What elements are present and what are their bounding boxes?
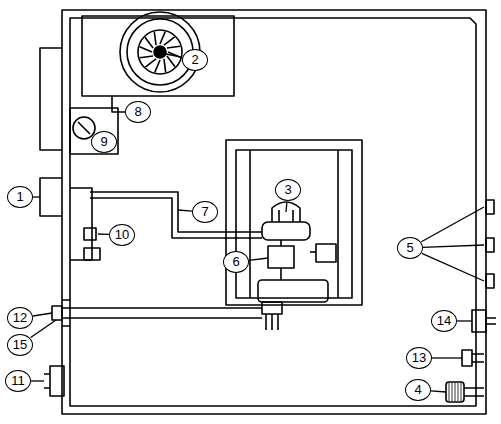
indicator — [486, 274, 494, 288]
callout-number: 4 — [405, 379, 431, 401]
burner-head — [262, 222, 310, 240]
callout-number: 7 — [192, 201, 218, 223]
control-knob — [462, 350, 472, 366]
burner-chassis — [236, 150, 352, 298]
side-panel — [40, 48, 62, 150]
fan-blade — [154, 32, 156, 45]
leader-line — [285, 203, 287, 212]
gas-tube — [62, 308, 262, 318]
callout-number: 14 — [431, 310, 457, 332]
control-shaft — [472, 354, 484, 362]
callout-number: 9 — [91, 131, 117, 153]
regulator — [258, 280, 328, 302]
knob-mark — [78, 122, 90, 134]
leader-line — [31, 320, 56, 338]
callout-number: 15 — [7, 334, 33, 356]
knurl-line — [449, 383, 450, 401]
callout-number: 3 — [275, 179, 301, 201]
valve-link — [310, 251, 316, 253]
fan-blade — [167, 56, 175, 67]
leader-line — [432, 357, 462, 358]
fan-blades — [140, 32, 181, 73]
housing-outline — [62, 10, 486, 414]
fitting — [62, 300, 70, 326]
callout-number: 12 — [7, 307, 33, 329]
leader-line — [166, 54, 182, 57]
leader-line — [31, 380, 44, 381]
callout-number: 2 — [182, 49, 208, 71]
leader-line — [98, 233, 109, 235]
fan-ring — [138, 30, 182, 74]
leader-line — [33, 196, 40, 197]
control-knob — [472, 310, 486, 332]
leader-line — [33, 313, 52, 316]
burner-chassis — [226, 140, 362, 305]
leader-line — [422, 253, 484, 281]
fan-blade — [145, 59, 156, 67]
switch-bracket — [70, 188, 92, 260]
callout-number: 1 — [7, 186, 33, 208]
knurl-line — [461, 383, 462, 401]
fan-blade — [167, 46, 180, 48]
callout-number: 11 — [5, 370, 31, 392]
leader-line — [431, 391, 446, 392]
gas-knob-shaft — [464, 388, 484, 396]
tube-fitting — [52, 306, 62, 320]
knurl-line — [452, 383, 453, 401]
callout-number: 13 — [406, 347, 432, 369]
gas-valve — [268, 246, 294, 268]
gas-knob — [446, 382, 464, 402]
pilot — [272, 202, 300, 222]
switch — [84, 228, 96, 240]
inlet-fitting — [44, 374, 50, 388]
housing-inner-wall — [70, 18, 476, 406]
knob-knurling — [449, 383, 461, 401]
leader-line — [421, 207, 484, 242]
valve-stem — [280, 240, 282, 280]
side-fitting — [40, 178, 62, 216]
fan-blade — [164, 37, 175, 45]
knurl-line — [458, 383, 459, 401]
fan-blade — [140, 56, 153, 58]
leader-line — [249, 258, 268, 260]
fan-blade — [145, 37, 153, 48]
fan-blade — [140, 47, 152, 52]
fan-blade — [160, 32, 165, 44]
thermostat-box — [70, 108, 118, 154]
leader-line — [457, 320, 472, 321]
indicator — [486, 200, 494, 214]
control-shaft — [486, 318, 496, 324]
switch — [84, 248, 100, 260]
fan-blade — [155, 60, 160, 72]
knurl-line — [455, 383, 456, 401]
callout-number: 6 — [223, 251, 249, 273]
leader-line — [178, 210, 192, 211]
callout-number: 10 — [109, 224, 135, 246]
fan-hub — [154, 46, 166, 58]
callout-number: 5 — [397, 237, 423, 259]
fan-ring — [127, 19, 193, 85]
leader-line — [423, 245, 484, 247]
regulator-legs — [266, 314, 278, 330]
callout-number: 8 — [125, 101, 151, 123]
valve-block — [316, 244, 336, 262]
regulator-foot — [262, 302, 282, 314]
fan-blade — [164, 59, 166, 72]
inlet-fitting — [50, 366, 64, 396]
chassis-rail — [250, 150, 338, 298]
indicator — [486, 238, 494, 252]
fan-housing — [82, 16, 234, 96]
